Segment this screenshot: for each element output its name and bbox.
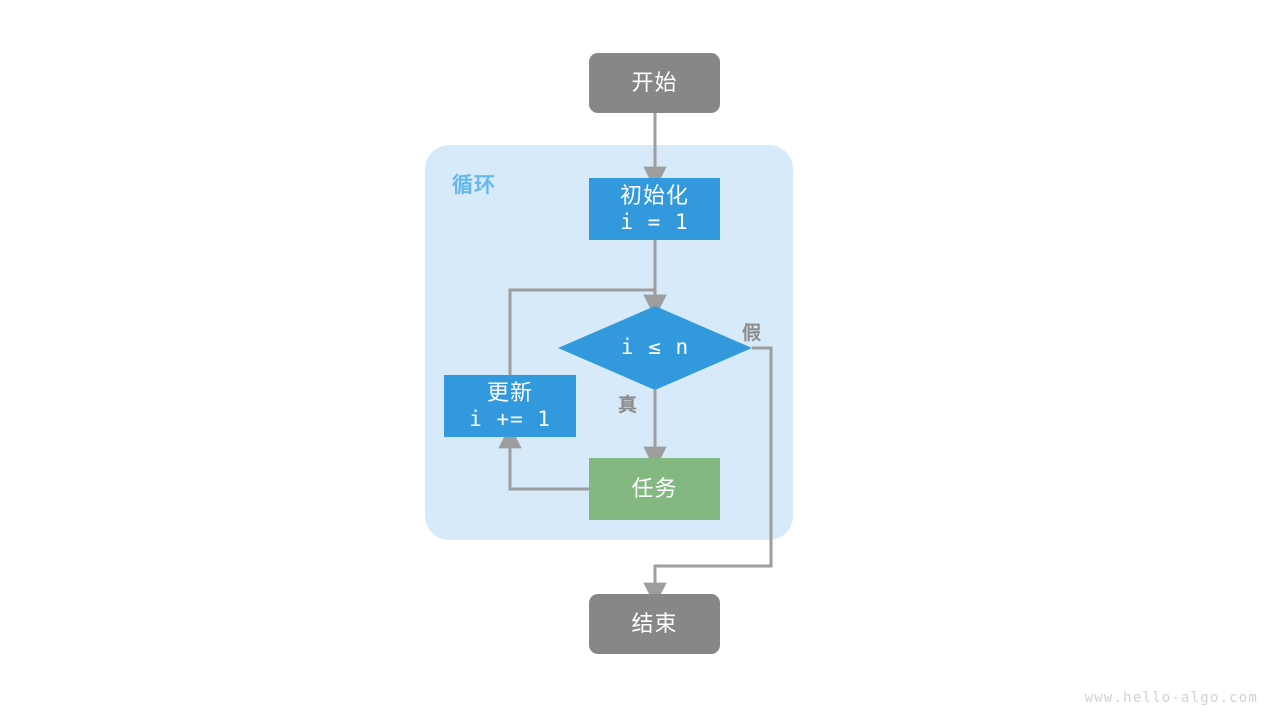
loop-group-label: 循环 — [452, 174, 496, 197]
edge-decision-false-to-end — [643, 346, 773, 607]
node-init-shape[interactable] — [589, 178, 720, 240]
watermark: www.hello-algo.com — [1084, 690, 1258, 706]
node-start-shape[interactable] — [589, 53, 720, 113]
edge-label-false: 假 — [742, 323, 762, 344]
node-decision-shape[interactable] — [558, 306, 752, 390]
node-update-shape[interactable] — [444, 375, 576, 437]
node-task-shape[interactable] — [589, 458, 720, 520]
node-end-shape[interactable] — [589, 594, 720, 654]
edge-task-to-update — [498, 424, 589, 491]
edge-label-true: 真 — [618, 395, 638, 416]
edge-update-to-decision — [508, 288, 667, 375]
